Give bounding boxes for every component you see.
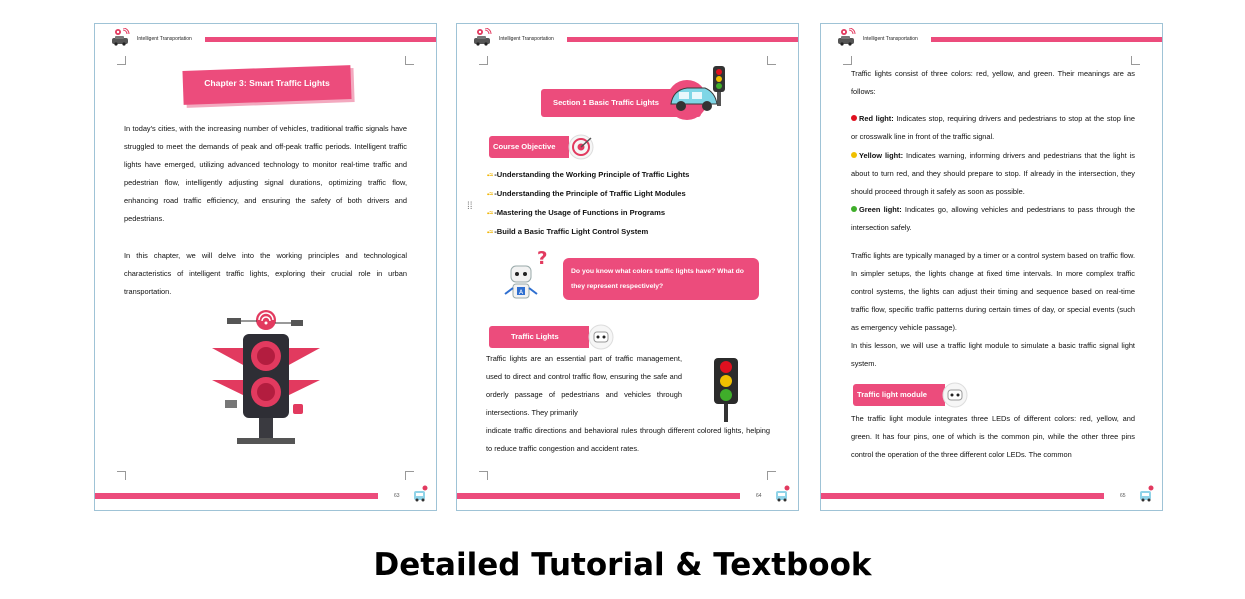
traffic-lights-paragraph: Traffic lights are an essential part of … [486, 354, 682, 417]
section-title: Section 1 Basic Traffic Lights [553, 98, 659, 107]
crop-mark [405, 471, 414, 480]
robot-car-icon [775, 485, 791, 503]
car-traffic-light-illustration [667, 66, 725, 120]
robot-head-icon [588, 324, 614, 350]
traffic-light-icon [714, 358, 738, 422]
traffic-lights-paragraph-cont: indicate traffic directions and behavior… [486, 426, 770, 453]
header-bar [931, 37, 1162, 42]
chapter-overview-paragraph: In this chapter, we will delve into the … [124, 251, 407, 296]
transport-logo-icon [473, 28, 493, 46]
control-system-paragraph: Traffic lights are typically managed by … [851, 251, 1135, 332]
caption-title: Detailed Tutorial & Textbook [373, 547, 872, 583]
chapter-title: Chapter 3: Smart Traffic Lights [204, 78, 330, 88]
green-dot-icon [851, 206, 857, 212]
module-paragraph: The traffic light module integrates thre… [851, 414, 1135, 459]
textbook-page-63: Intelligent Transportation Chapter 3: Sm… [94, 23, 437, 511]
crop-mark [479, 56, 488, 65]
crop-mark [1131, 56, 1140, 65]
crop-mark [117, 471, 126, 480]
crop-mark [405, 56, 414, 65]
crop-mark [843, 56, 852, 65]
drag-handle-icon[interactable]: ⁞⁞ [467, 201, 473, 212]
yellow-dot-icon [851, 152, 857, 158]
colors-intro-paragraph: Traffic lights consist of three colors: … [851, 69, 1135, 96]
robot-question-illustration: ? A [504, 248, 547, 299]
page-number: 63 [394, 493, 400, 499]
list-item: 🞄≈-Build a Basic Traffic Light Control S… [487, 227, 649, 236]
bullet-icon: 🞄≈ [487, 172, 494, 179]
smart-traffic-light-illustration [212, 310, 320, 444]
page-number: 64 [756, 493, 762, 499]
footer-bar [95, 493, 378, 499]
bullet-icon: 🞄≈ [487, 229, 494, 236]
footer-bar [821, 493, 1104, 499]
transport-logo-icon [111, 28, 131, 46]
svg-text:A: A [519, 289, 524, 296]
list-item: 🞄≈-Understanding the Working Principle o… [487, 170, 690, 179]
textbook-page-65: Intelligent Transportation Traffic light… [820, 23, 1163, 511]
red-dot-icon [851, 115, 857, 121]
header-title: Intelligent Transportation [137, 36, 192, 42]
robot-head-icon [942, 382, 968, 408]
course-objectives-list: 🞄≈-Understanding the Working Principle o… [487, 166, 689, 242]
crop-mark [767, 471, 776, 480]
transport-logo-icon [837, 28, 857, 46]
footer-bar [457, 493, 740, 499]
target-icon [568, 134, 594, 160]
lesson-paragraph: In this lesson, we will use a traffic li… [851, 341, 1135, 368]
bullet-icon: 🞄≈ [487, 210, 494, 217]
svg-text:?: ? [537, 248, 547, 269]
crop-mark [479, 471, 488, 480]
traffic-lights-label: Traffic Lights [489, 326, 589, 348]
textbook-page-64: Intelligent Transportation Section 1 Bas… [456, 23, 799, 511]
page-number: 65 [1120, 493, 1126, 499]
question-bubble: Do you know what colors traffic lights h… [563, 258, 759, 300]
bullet-icon: 🞄≈ [487, 191, 494, 198]
green-light-paragraph: Green light: Indicates go, allowing vehi… [851, 205, 1135, 232]
list-item: 🞄≈-Mastering the Usage of Functions in P… [487, 208, 666, 217]
yellow-light-paragraph: Yellow light: Indicates warning, informi… [851, 151, 1135, 196]
header-bar [567, 37, 798, 42]
crop-mark [117, 56, 126, 65]
header-bar [205, 37, 436, 42]
header-title: Intelligent Transportation [499, 36, 554, 42]
traffic-light-module-label: Traffic light module [853, 384, 945, 406]
intro-paragraph: In today's cities, with the increasing n… [124, 124, 407, 223]
crop-mark [767, 56, 776, 65]
list-item: 🞄≈-Understanding the Principle of Traffi… [487, 189, 686, 198]
robot-car-icon [413, 485, 429, 503]
course-objective-label: Course Objective [489, 136, 569, 158]
header-title: Intelligent Transportation [863, 36, 918, 42]
red-light-paragraph: Red light: Indicates stop, requiring dri… [851, 114, 1135, 141]
robot-car-icon [1139, 485, 1155, 503]
